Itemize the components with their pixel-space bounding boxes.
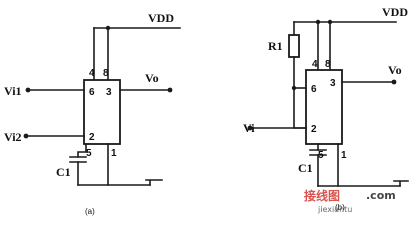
pin1-label-b: 1: [341, 150, 347, 161]
pin1-label-a: 1: [111, 148, 117, 159]
output-terminal-b: [391, 79, 397, 85]
vdd-junction-b2: [327, 19, 333, 25]
circuit-a: VDD Vi1 Vi2 Vo C1 (a) 4 8 6 3 2 5 1: [4, 11, 181, 216]
pin5-label-b: 5: [318, 150, 324, 161]
c1-label-a: C1: [56, 165, 71, 179]
caption-b: (b): [335, 203, 345, 212]
vi-label-b: Vi: [243, 121, 255, 135]
resistor-r1-b: [288, 34, 300, 58]
r1-label-b: R1: [268, 39, 283, 53]
schematic-canvas: VDD Vi1 Vi2 Vo C1 (a) 4 8 6 3 2 5 1: [4, 5, 409, 216]
output-terminal-a: [167, 87, 173, 93]
pin2-label-b: 2: [311, 124, 317, 135]
vi1-label-a: Vi1: [4, 84, 22, 98]
vo-label-a: Vo: [145, 71, 159, 85]
pin6-pin2-link-b: [293, 87, 307, 129]
pin5-wire-a: [77, 143, 87, 158]
pin4-label-b: 4: [312, 59, 318, 70]
input2-terminal-a: [23, 133, 29, 139]
schematic-svg: VDD Vi1 Vi2 Vo C1 (a) 4 8 6 3 2 5 1: [4, 5, 409, 216]
pin4-label-a: 4: [89, 68, 95, 79]
ground-symbol-a: [145, 179, 163, 186]
ic-555-b: [305, 69, 343, 145]
vdd-label-a: VDD: [148, 11, 174, 25]
pin6-label-b: 6: [311, 84, 317, 95]
input1-terminal-a: [25, 87, 31, 93]
watermark-cn: 接线图: [304, 188, 340, 203]
caption-a: (a): [85, 207, 95, 216]
watermark-en: jiexiantu: [317, 205, 352, 214]
pin5-label-a: 5: [86, 148, 92, 159]
circuit-b: VDD R1 Vi Vo C1 (b) 4 8 6 3 2 5 1: [243, 5, 409, 212]
c1-label-b: C1: [298, 161, 313, 175]
pin6-label-a: 6: [89, 87, 95, 98]
ground-symbol-b: [393, 180, 409, 187]
vdd-junction-a: [105, 25, 111, 31]
input-terminal-b: [247, 125, 253, 131]
pin2-label-a: 2: [89, 132, 95, 143]
ic-555-a: [83, 79, 121, 145]
pin8-label-b: 8: [325, 59, 331, 70]
pin3-label-b: 3: [330, 78, 336, 89]
watermark-com: .com: [366, 189, 396, 202]
pin3-label-a: 3: [106, 87, 112, 98]
watermark: 接线图 .com jiexiantu: [304, 188, 396, 214]
vdd-label-b: VDD: [382, 5, 408, 19]
vi2-label-a: Vi2: [4, 130, 22, 144]
vdd-junction-b1: [315, 19, 321, 25]
pin8-label-a: 8: [103, 68, 109, 79]
vo-label-b: Vo: [388, 63, 402, 77]
pin6-junction-b: [291, 85, 297, 91]
